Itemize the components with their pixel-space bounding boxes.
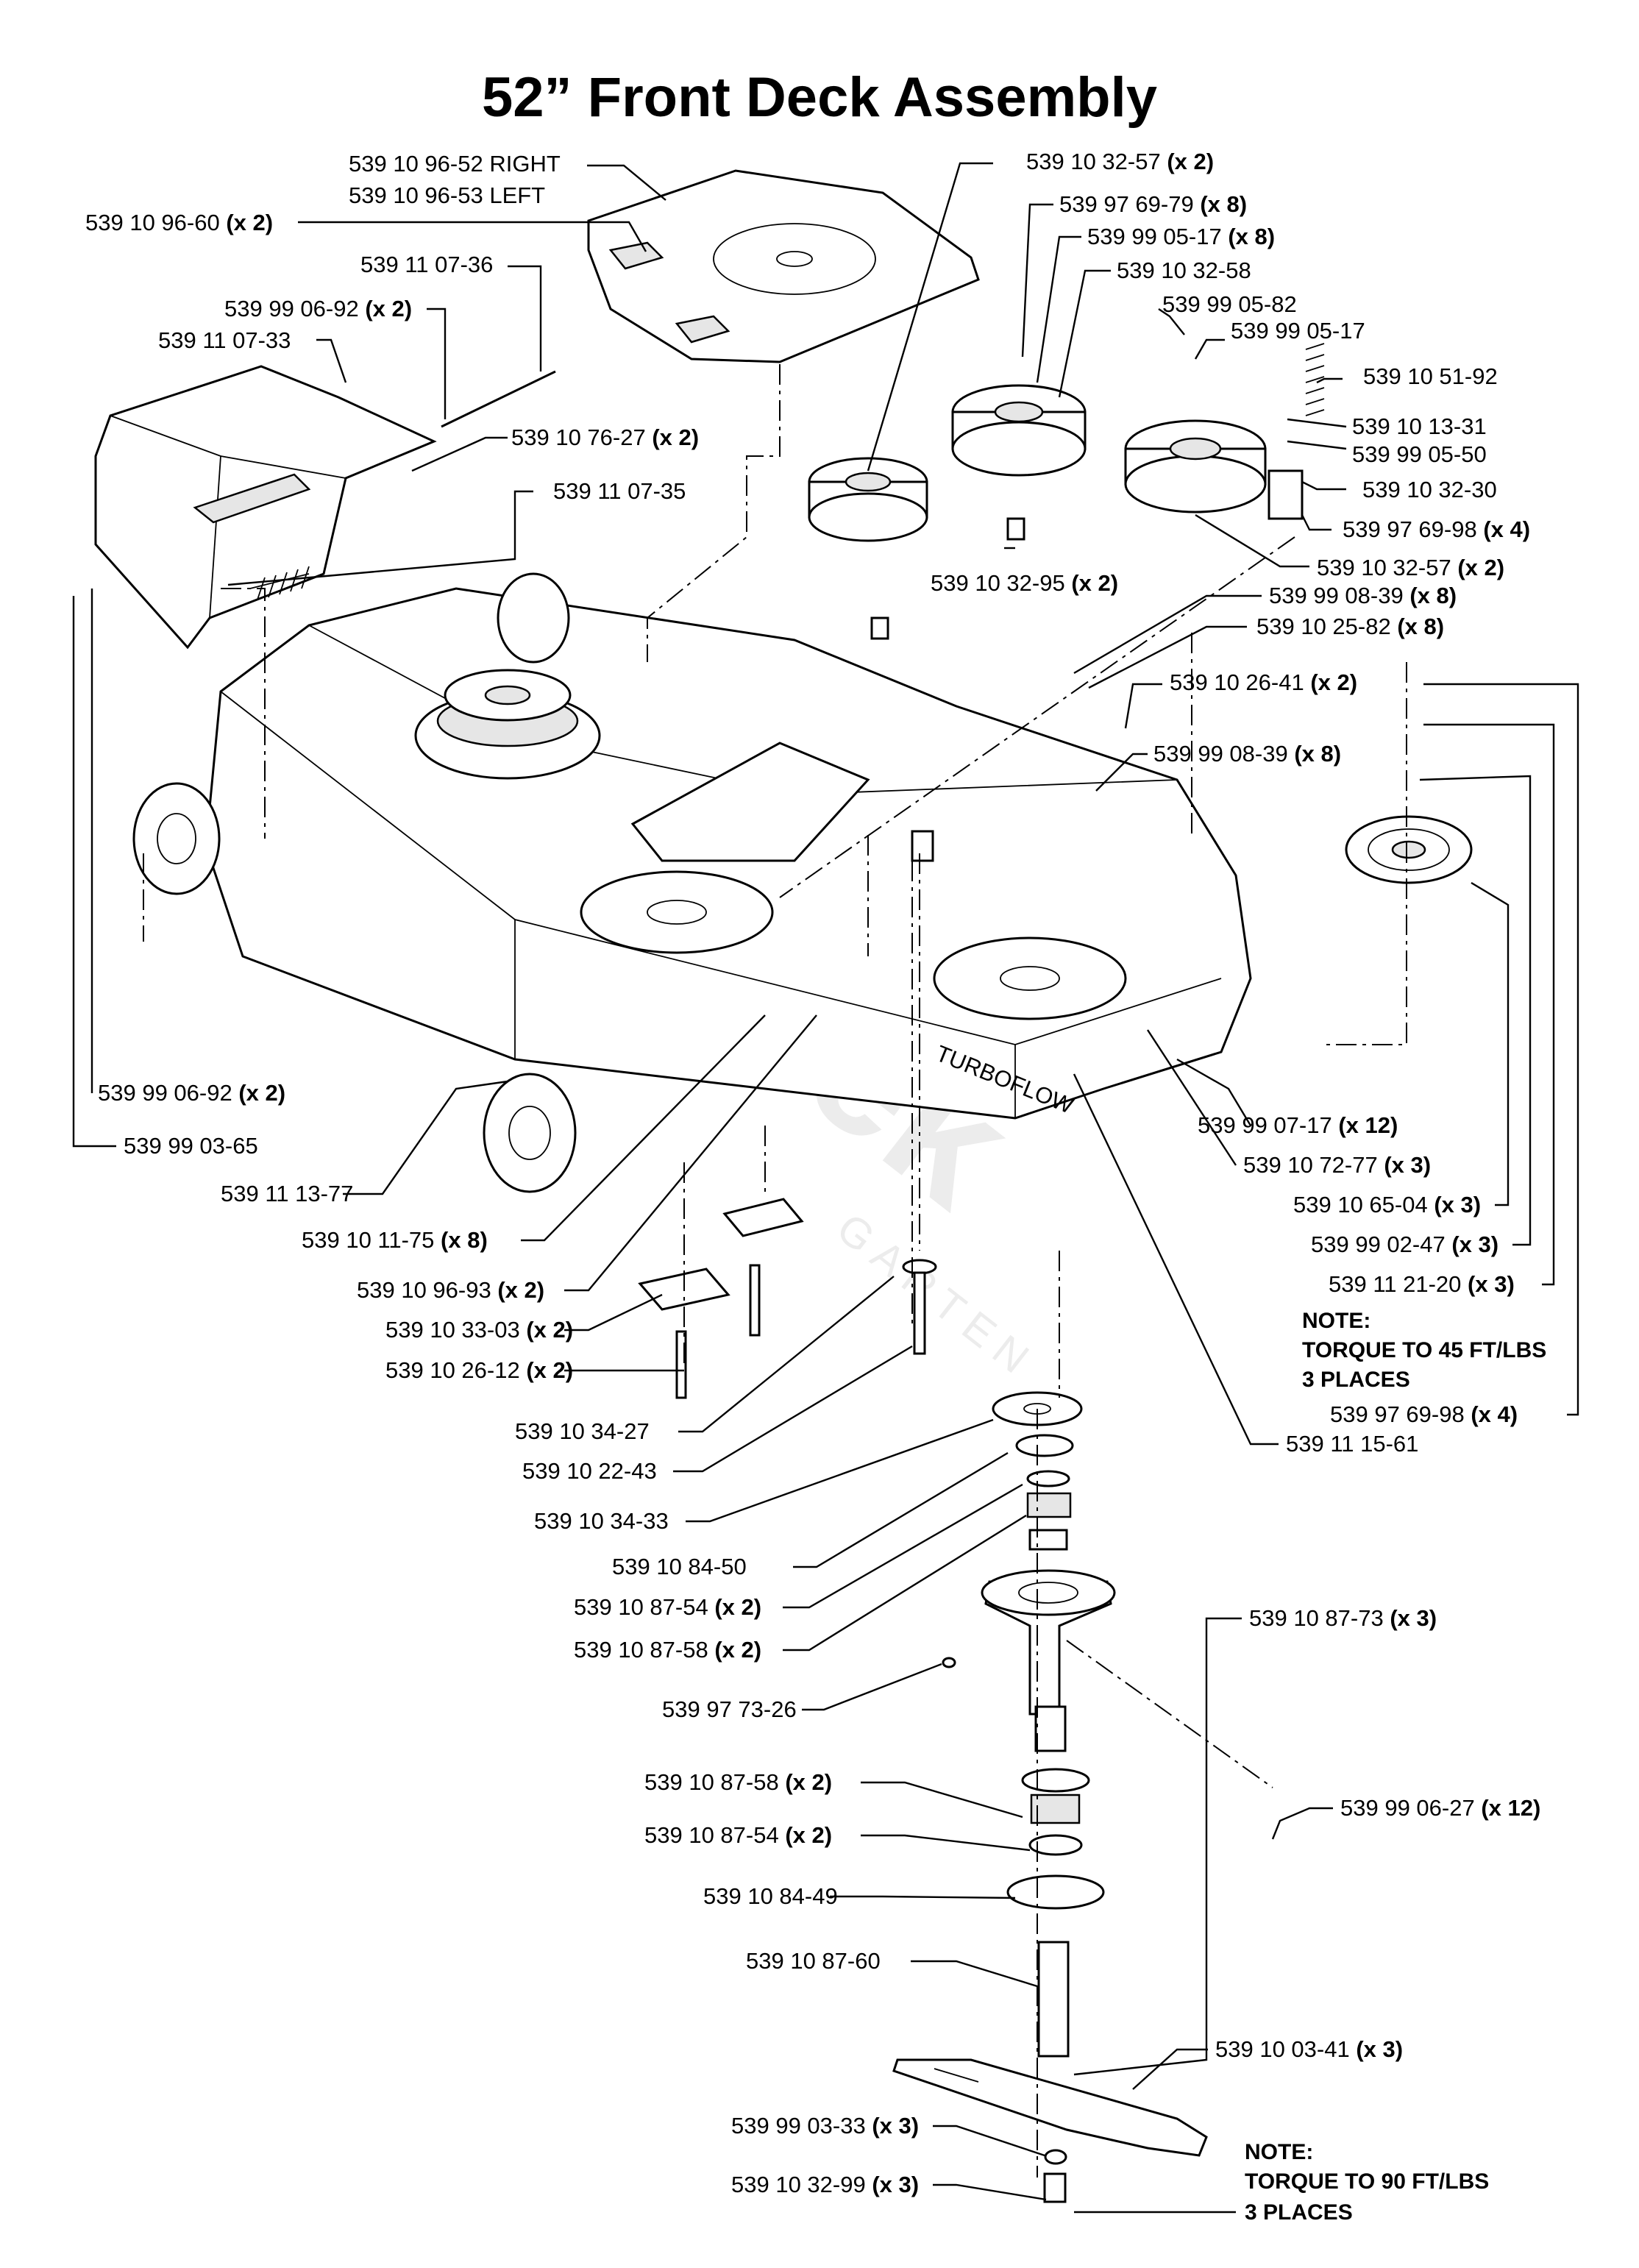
svg-text:3 PLACES: 3 PLACES <box>1302 1368 1410 1392</box>
tension-spring <box>1305 343 1325 416</box>
label-539-10-87-58-bottom: 539 10 87-58 (x 2) <box>644 1769 832 1795</box>
hardware <box>638 517 1025 1399</box>
watermark-sub: GARTEN <box>828 1204 1045 1389</box>
idler-pulley <box>1124 419 1304 520</box>
label-539-97-69-98-bottom: 539 97 69-98 (x 4) <box>1330 1401 1518 1427</box>
svg-text:TORQUE TO 90 FT/LBS: TORQUE TO 90 FT/LBS <box>1245 2169 1489 2194</box>
label-539-10-13-31: 539 10 13-31 <box>1352 413 1487 439</box>
label-539-10-84-50: 539 10 84-50 <box>612 1554 747 1579</box>
label-539-10-34-27: 539 10 34-27 <box>515 1418 650 1444</box>
torque-note-90: NOTE: TORQUE TO 90 FT/LBS 3 PLACES <box>1245 2140 1489 2225</box>
label-539-10-22-43: 539 10 22-43 <box>522 1458 657 1484</box>
label-539-99-06-92-top: 539 99 06-92 (x 2) <box>224 296 412 321</box>
label-539-11-21-20: 539 11 21-20 (x 3) <box>1329 1271 1515 1297</box>
illustration: TURBOFLOW <box>94 169 1473 2203</box>
label-539-10-11-75: 539 10 11-75 (x 8) <box>302 1227 488 1253</box>
idler-plate <box>630 742 870 862</box>
callout-labels: 539 10 96-52 RIGHT 539 10 96-53 LEFT 539… <box>85 149 1540 2197</box>
label-539-99-05-17-x8: 539 99 05-17 (x 8) <box>1087 224 1275 249</box>
leader-lines <box>72 162 1579 2214</box>
label-539-10-96-60: 539 10 96-60 (x 2) <box>85 210 273 235</box>
label-539-99-03-65: 539 99 03-65 <box>124 1133 258 1159</box>
svg-text:NOTE:: NOTE: <box>1245 2140 1313 2164</box>
label-539-11-07-36: 539 11 07-36 <box>360 252 493 277</box>
right-pulley <box>1345 815 1473 884</box>
svg-text:TORQUE TO 45 FT/LBS: TORQUE TO 45 FT/LBS <box>1302 1338 1546 1362</box>
label-539-10-76-27: 539 10 76-27 (x 2) <box>511 424 699 450</box>
deck-pulley <box>444 669 572 722</box>
label-539-10-32-57-bottom: 539 10 32-57 (x 2) <box>1317 555 1504 580</box>
label-539-10-96-52: 539 10 96-52 RIGHT <box>349 151 561 177</box>
discharge-chute <box>94 365 437 650</box>
label-539-10-96-53: 539 10 96-53 LEFT <box>349 182 545 208</box>
torque-note-45: NOTE: TORQUE TO 45 FT/LBS 3 PLACES <box>1302 1309 1546 1392</box>
svg-text:NOTE:: NOTE: <box>1302 1309 1370 1333</box>
label-539-10-26-12: 539 10 26-12 (x 2) <box>385 1357 573 1383</box>
page-title: 52” Front Deck Assembly <box>482 66 1157 129</box>
label-539-10-03-41: 539 10 03-41 (x 3) <box>1215 2036 1403 2062</box>
pivot-rod <box>441 370 556 428</box>
label-539-10-26-41: 539 10 26-41 (x 2) <box>1170 669 1357 695</box>
label-539-10-34-33: 539 10 34-33 <box>534 1508 669 1534</box>
label-539-10-96-93: 539 10 96-93 (x 2) <box>357 1277 544 1303</box>
label-539-97-73-26: 539 97 73-26 <box>662 1696 797 1722</box>
label-539-11-15-61: 539 11 15-61 <box>1286 1431 1418 1457</box>
label-539-10-32-30: 539 10 32-30 <box>1362 477 1497 502</box>
mower-blade <box>892 2058 1208 2157</box>
label-539-10-25-82: 539 10 25-82 (x 8) <box>1256 614 1444 639</box>
label-539-97-69-98-top: 539 97 69-98 (x 4) <box>1343 516 1530 542</box>
label-539-10-33-03: 539 10 33-03 (x 2) <box>385 1317 573 1343</box>
label-539-99-05-17: 539 99 05-17 <box>1231 318 1365 344</box>
label-539-10-87-58-top: 539 10 87-58 (x 2) <box>574 1637 761 1663</box>
spindle-assembly <box>942 1391 1116 2203</box>
label-539-10-87-60: 539 10 87-60 <box>746 1948 881 1974</box>
label-539-10-87-73: 539 10 87-73 (x 3) <box>1249 1605 1437 1631</box>
label-539-99-02-47: 539 99 02-47 (x 3) <box>1311 1231 1498 1257</box>
label-539-99-07-17: 539 99 07-17 (x 12) <box>1198 1112 1398 1138</box>
svg-text:3 PLACES: 3 PLACES <box>1245 2200 1353 2225</box>
label-539-99-05-82: 539 99 05-82 <box>1162 291 1297 317</box>
label-539-10-32-57-top: 539 10 32-57 (x 2) <box>1026 149 1214 174</box>
label-539-99-03-33: 539 99 03-33 (x 3) <box>731 2113 919 2139</box>
belt-cover <box>587 169 980 363</box>
centerlines <box>143 364 1407 2178</box>
label-539-11-07-35: 539 11 07-35 <box>553 478 686 504</box>
label-539-99-06-92-bottom: 539 99 06-92 (x 2) <box>98 1080 285 1106</box>
label-539-10-72-77: 539 10 72-77 (x 3) <box>1243 1152 1431 1178</box>
label-539-99-05-50: 539 99 05-50 <box>1352 441 1487 467</box>
label-539-99-06-27: 539 99 06-27 (x 12) <box>1340 1795 1540 1821</box>
label-539-10-32-58: 539 10 32-58 <box>1117 257 1251 283</box>
label-539-10-87-54-top: 539 10 87-54 (x 2) <box>574 1594 761 1620</box>
label-539-11-07-33: 539 11 07-33 <box>158 327 291 353</box>
label-539-10-32-99: 539 10 32-99 (x 3) <box>731 2172 919 2197</box>
pulley-58 <box>951 384 1087 477</box>
deck-wheels <box>132 572 577 1193</box>
label-539-97-69-79: 539 97 69-79 (x 8) <box>1059 191 1247 217</box>
label-539-11-13-77: 539 11 13-77 <box>221 1181 353 1206</box>
label-539-99-08-39-b: 539 99 08-39 (x 8) <box>1153 741 1341 767</box>
label-539-10-65-04: 539 10 65-04 (x 3) <box>1293 1192 1481 1217</box>
label-539-99-08-39-a: 539 99 08-39 (x 8) <box>1269 583 1457 608</box>
label-539-10-32-95: 539 10 32-95 (x 2) <box>931 570 1118 596</box>
pulley-57 <box>808 457 928 542</box>
label-539-10-87-54-bottom: 539 10 87-54 (x 2) <box>644 1822 832 1848</box>
label-539-10-84-49: 539 10 84-49 <box>703 1883 838 1909</box>
label-539-10-51-92: 539 10 51-92 <box>1363 363 1498 389</box>
